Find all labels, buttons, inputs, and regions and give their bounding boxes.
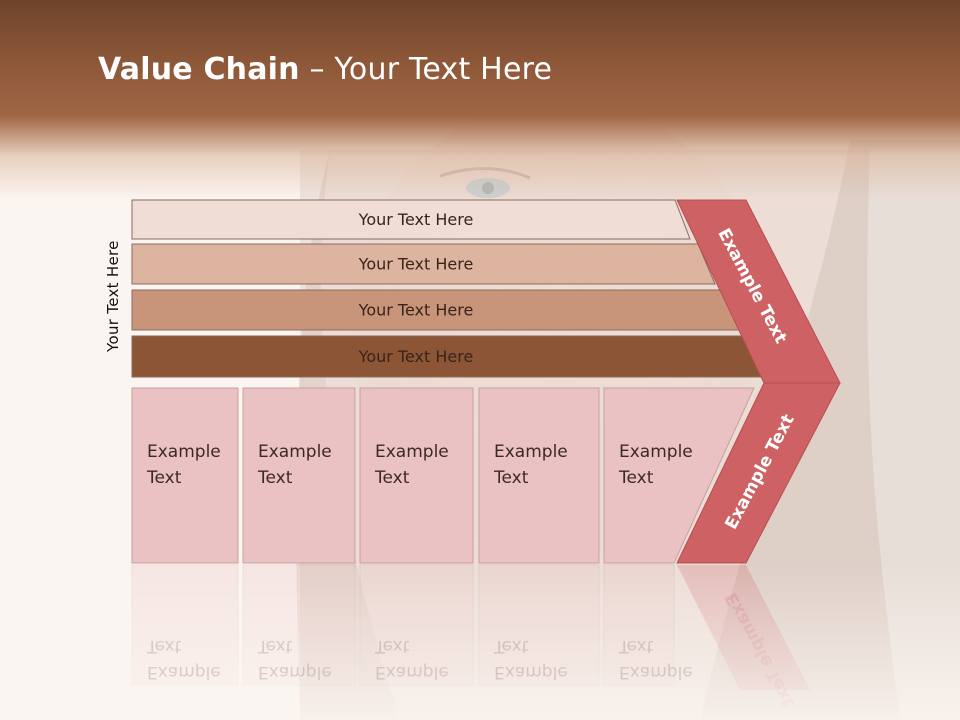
title-rest: – Your Text Here (299, 52, 553, 87)
value-bar-label-4: Your Text Here (358, 347, 474, 366)
activity-box-3[interactable] (359, 387, 474, 564)
reflection-fade (0, 565, 960, 720)
activity-box-4[interactable] (478, 387, 600, 564)
chevron-lower-arm[interactable] (676, 382, 841, 564)
value-bar-label-2: Your Text Here (358, 255, 474, 274)
activity-boxes (131, 387, 755, 564)
title-bold: Value Chain (98, 52, 300, 87)
slide-title: Value Chain – Your Text Here (98, 52, 552, 87)
side-label: Your Text Here (104, 240, 122, 352)
value-bar-label-3: Your Text Here (358, 301, 474, 320)
activity-box-2[interactable] (242, 387, 356, 564)
activity-box-1[interactable] (131, 387, 239, 564)
header-band (0, 0, 960, 200)
value-bar-2[interactable] (131, 243, 716, 285)
activity-box-5[interactable] (603, 387, 755, 564)
value-bar-1[interactable] (131, 199, 691, 240)
value-bar-label-1: Your Text Here (358, 210, 474, 229)
